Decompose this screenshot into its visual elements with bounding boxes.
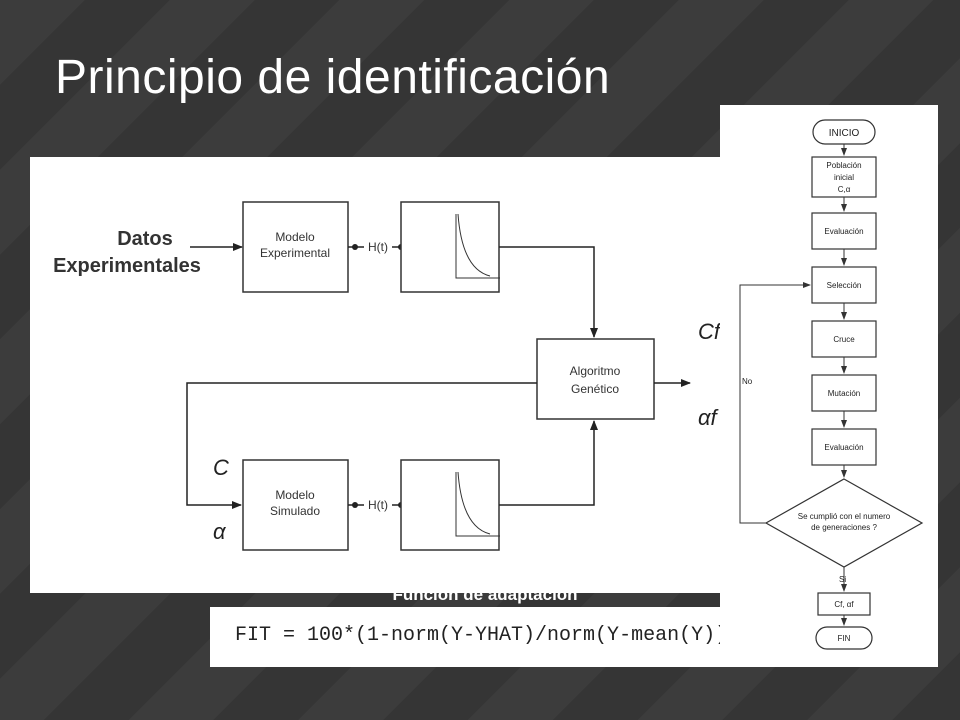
flow-population-node bbox=[811, 156, 877, 198]
input-label-line2: Experimentales bbox=[53, 255, 201, 277]
flow-no-loop bbox=[739, 282, 811, 524]
flow-selection-label: Selección bbox=[827, 281, 862, 290]
flow-decision-line1: Se cumplió con el numero bbox=[798, 512, 891, 521]
flowchart: INICIO Población inicial C,α Evaluación … bbox=[739, 119, 924, 650]
formula-panel: FIT = 100*(1-norm(Y-YHAT)/norm(Y-mean(Y)… bbox=[210, 607, 790, 667]
slide-title: Principio de identificación bbox=[55, 51, 611, 104]
model-experimental-box bbox=[242, 201, 349, 293]
top-to-algorithm-arrow bbox=[499, 246, 598, 338]
model-simulated-line2: Simulado bbox=[270, 504, 320, 518]
algorithm-line1: Algoritmo bbox=[570, 364, 621, 378]
fitness-formula: FIT = 100*(1-norm(Y-YHAT)/norm(Y-mean(Y)… bbox=[235, 624, 740, 647]
output-af-label: αf bbox=[698, 405, 720, 430]
flow-mutation-label: Mutación bbox=[828, 389, 860, 398]
input-label-line1: Datos bbox=[117, 228, 173, 250]
block-diagram-panel: Datos Experimentales Modelo Experimental… bbox=[30, 157, 723, 593]
block-diagram: Datos Experimentales Modelo Experimental… bbox=[53, 201, 723, 551]
flow-evaluation2-node bbox=[811, 428, 877, 466]
top-signal-label: H(t) bbox=[368, 240, 388, 254]
flow-population-line3: C,α bbox=[838, 185, 851, 194]
flow-selection-node bbox=[811, 266, 877, 304]
top-decay-curve bbox=[457, 213, 491, 277]
flow-end-node bbox=[815, 626, 873, 650]
fitness-caption: Función de adaptación bbox=[392, 585, 578, 604]
bottom-to-algorithm-arrow bbox=[499, 420, 598, 506]
flow-crossover-label: Cruce bbox=[833, 335, 855, 344]
flow-crossover-node bbox=[811, 320, 877, 358]
bottom-junction-left bbox=[352, 502, 358, 508]
flow-evaluation2-label: Evaluación bbox=[824, 443, 863, 452]
bottom-signal-label: H(t) bbox=[368, 498, 388, 512]
flow-mutation-node bbox=[811, 374, 877, 412]
flow-evaluation1-node bbox=[811, 212, 877, 250]
flow-evaluation1-label: Evaluación bbox=[824, 227, 863, 236]
algorithm-line2: Genético bbox=[571, 382, 619, 396]
model-experimental-line1: Modelo bbox=[275, 230, 315, 244]
flowchart-panel: INICIO Población inicial C,α Evaluación … bbox=[720, 105, 938, 667]
param-c-label: C bbox=[213, 455, 229, 480]
model-simulated-line1: Modelo bbox=[275, 488, 315, 502]
flow-end-label: FIN bbox=[838, 634, 851, 643]
flow-yes-label: Si bbox=[839, 575, 846, 584]
genetic-algorithm-box bbox=[536, 338, 655, 420]
param-alpha-label: α bbox=[213, 519, 227, 544]
flow-population-line1: Población bbox=[826, 161, 861, 170]
feedback-arrow bbox=[186, 382, 537, 509]
flow-decision-line2: de generaciones ? bbox=[811, 523, 877, 532]
model-experimental-line2: Experimental bbox=[260, 246, 330, 260]
top-junction-left bbox=[352, 244, 358, 250]
flow-result-label: Cf, αf bbox=[834, 600, 854, 609]
bottom-decay-curve bbox=[457, 471, 491, 535]
flow-no-label: No bbox=[742, 377, 753, 386]
top-response-box bbox=[400, 201, 500, 293]
model-simulated-box bbox=[242, 459, 349, 551]
flow-population-line2: inicial bbox=[834, 173, 854, 182]
bottom-response-box bbox=[400, 459, 500, 551]
output-cf-label: Cf bbox=[698, 319, 720, 344]
flow-start-label: INICIO bbox=[829, 128, 860, 139]
